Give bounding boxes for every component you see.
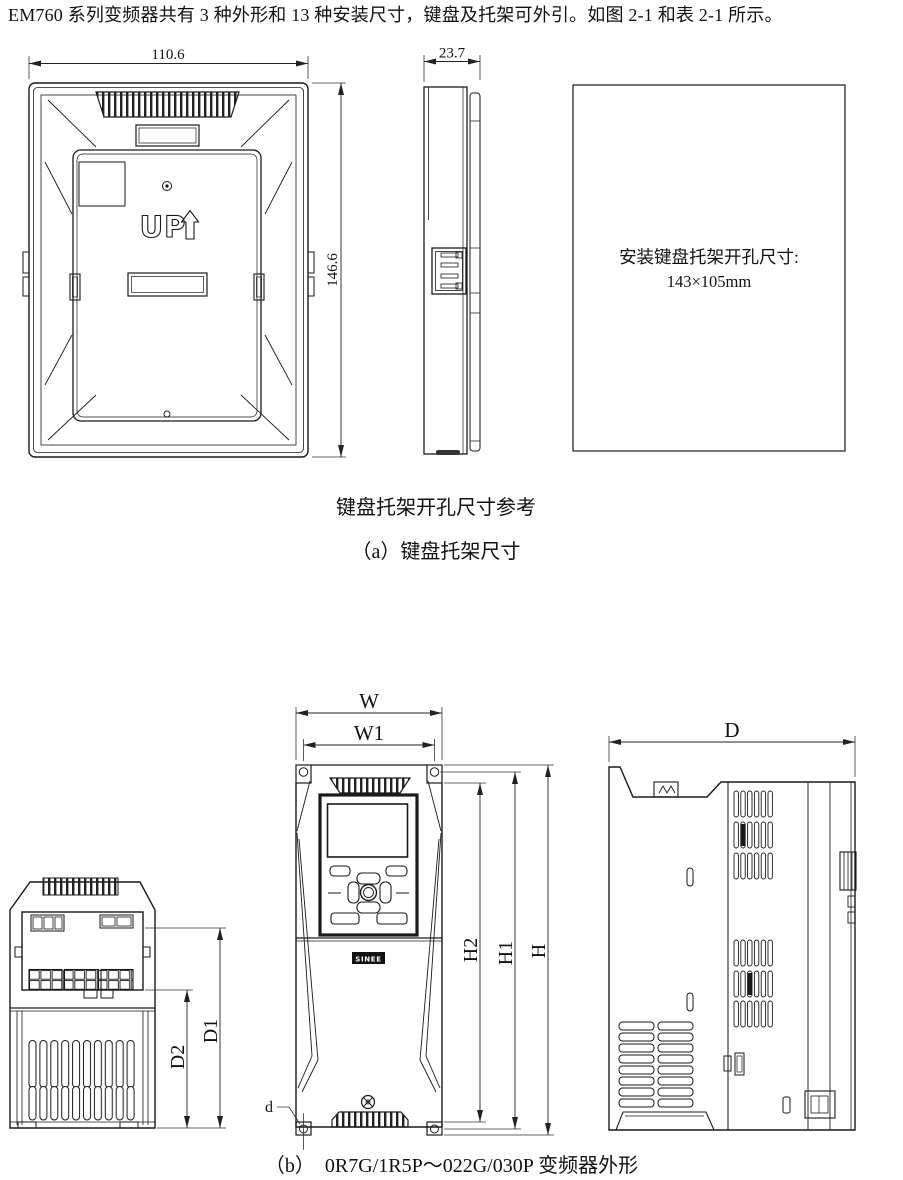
dim-label-d: d xyxy=(265,1099,273,1116)
cutout-note-text: 安装键盘托架开孔尺寸: 143×105mm xyxy=(573,245,845,293)
fan-ribs xyxy=(839,851,857,924)
keypad xyxy=(318,793,419,937)
dim-label-H: H xyxy=(528,944,550,958)
tray-side-view xyxy=(423,86,481,455)
dim-label-H2: H2 xyxy=(460,938,482,962)
figure-b-dimensions: W W1 D H2 H1 H D1 D2 d xyxy=(145,689,856,1150)
top-fan-grille xyxy=(328,777,412,794)
bottom-fan-grille xyxy=(331,1111,409,1128)
tray-bevel-lines xyxy=(44,99,293,441)
bottom-left-vents xyxy=(618,1021,694,1108)
intro-text: EM760 系列变频器共有 3 种外形和 13 种安装尺寸，键盘及托架可外引。如… xyxy=(8,5,783,25)
dim-label-width: 110.6 xyxy=(151,47,185,63)
bottom-connector xyxy=(782,1090,836,1119)
figure-a-caption: （a）键盘托架尺寸 xyxy=(351,541,521,563)
brand-logo: SINEE xyxy=(352,952,385,964)
dim-label-W1: W1 xyxy=(354,721,384,745)
tray-connector xyxy=(431,247,467,295)
inverter-front-view: SINEE xyxy=(295,764,443,1136)
bottom-screw-icon xyxy=(360,1094,376,1110)
inverter-side-view xyxy=(608,766,857,1131)
figure-b-caption: （b） 0R7G/1R5P～022G/030P 变频器外形 xyxy=(264,1155,639,1177)
dim-label-D1: D1 xyxy=(200,1019,222,1043)
dim-label-D2: D2 xyxy=(167,1045,189,1069)
figure-a-dimensions: 110.6 146.6 23.7 xyxy=(28,46,481,458)
side-vent-slots xyxy=(733,790,773,1028)
screw-hole-icon xyxy=(162,181,172,191)
dim-label-H1: H1 xyxy=(495,941,517,965)
cutout-note-line2: 143×105mm xyxy=(666,272,752,291)
up-marking: UP xyxy=(140,210,187,244)
top-clip xyxy=(653,781,679,798)
dim-label-W: W xyxy=(359,689,379,713)
figure-a-note-caption: 键盘托架开孔尺寸参考 xyxy=(336,497,536,519)
cutout-note-line1: 安装键盘托架开孔尺寸: xyxy=(619,247,799,267)
cutout-note-box xyxy=(572,84,846,452)
dim-label-D: D xyxy=(724,718,739,742)
cover-seam-lines xyxy=(296,780,442,1093)
terminal-blocks xyxy=(14,914,151,999)
dim-label-depth: 23.7 xyxy=(439,46,466,62)
heatsink-fins xyxy=(27,1040,137,1121)
keypad-display xyxy=(326,803,409,858)
tray-vent-grille xyxy=(95,91,240,118)
keypad-buttons xyxy=(328,865,409,925)
tray-front-view: UP xyxy=(22,82,315,458)
brand-logo-text: SINEE xyxy=(355,956,382,964)
dim-label-height: 146.6 xyxy=(325,253,341,287)
up-arrow-icon xyxy=(180,209,200,240)
inverter-top-view xyxy=(9,877,156,1129)
tray-side-clips xyxy=(22,251,315,301)
